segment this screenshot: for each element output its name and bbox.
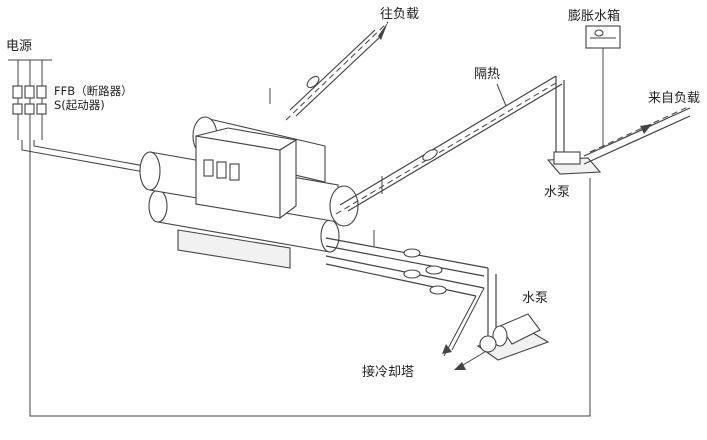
bottom-pump-end	[492, 325, 508, 347]
tower-arrow-out	[442, 344, 452, 354]
condenser-water-pipes	[325, 230, 497, 370]
from-load-label: 来自负载	[648, 91, 700, 106]
expansion-tank-label: 膨胀水箱	[568, 8, 620, 24]
breaker-symbol-1	[12, 85, 23, 99]
power-source-label: 电源	[6, 39, 32, 54]
panel-meter-2	[216, 161, 227, 179]
bottom-pump-label: 水泵	[522, 291, 548, 306]
supply-pipe-edge-b	[295, 35, 382, 117]
starter-label: S(起动器)	[54, 98, 105, 112]
evaporator-end-left	[139, 151, 161, 191]
from-load-insulation	[589, 105, 691, 153]
return-pipe-edge-b	[347, 83, 563, 212]
bottom-pump-motor	[499, 313, 541, 345]
breaker-symbol-3	[36, 85, 47, 99]
control-panel-side	[279, 139, 297, 220]
condenser-end-left	[148, 189, 168, 223]
cond-valve-lower-2	[429, 285, 447, 295]
power-supply: 电源 FFB（断路器） S(起动器)	[6, 39, 201, 183]
chilled-return-pipe: 隔热	[335, 67, 565, 215]
to-load-label: 往负载	[380, 7, 419, 22]
top-pump-body	[553, 151, 581, 165]
bottom-pump-volute	[479, 335, 497, 353]
cooling-tower-label: 接冷却塔	[362, 364, 414, 380]
return-insulation	[335, 82, 557, 215]
to-load-arrow	[378, 22, 388, 40]
top-pump: 水泵	[544, 151, 602, 200]
cond-valve-upper-2	[425, 265, 443, 275]
tower-line-a	[451, 287, 485, 351]
ground-loop-line	[29, 140, 591, 417]
tower-arrow-in	[454, 362, 466, 370]
breaker-symbol-2	[24, 85, 35, 99]
return-valve	[422, 149, 438, 161]
tower-line-b	[443, 295, 477, 357]
from-load-edge-b	[583, 115, 691, 165]
bottom-pump: 水泵 接冷却塔	[362, 291, 550, 380]
evaporator-end-right	[329, 185, 359, 227]
starter-symbol-3	[36, 103, 47, 115]
insulation-label: 隔热	[474, 67, 500, 82]
top-pump-label: 水泵	[544, 185, 570, 200]
cond-valve-upper	[403, 248, 421, 258]
supply-pipe-edge-a	[289, 29, 376, 111]
tank-float	[594, 29, 604, 37]
chiller-unit	[139, 116, 359, 269]
panel-meter-3	[229, 163, 240, 181]
supply-insulation	[285, 21, 389, 121]
from-load-arrow	[640, 124, 652, 134]
starter-symbol-1	[12, 103, 23, 115]
starter-symbol-2	[24, 103, 35, 115]
cond-pipe-upper-b	[325, 245, 485, 277]
return-pipe-edge-a	[339, 75, 557, 206]
supply-valve	[306, 75, 320, 89]
panel-meter-1	[203, 159, 214, 177]
expansion-tank: 膨胀水箱	[568, 8, 621, 148]
insulation-pointer	[496, 83, 507, 107]
chiller-base	[177, 229, 291, 269]
from-load-edge-a	[583, 107, 691, 157]
from-load-pipe: 来自负载	[583, 91, 700, 165]
chilled-supply-pipe: 往负载	[269, 7, 419, 121]
breaker-label: FFB（断路器）	[54, 84, 133, 98]
cond-valve-lower	[403, 269, 421, 279]
expansion-tank-box	[585, 25, 621, 49]
cond-pipe-lower-b	[325, 263, 477, 297]
